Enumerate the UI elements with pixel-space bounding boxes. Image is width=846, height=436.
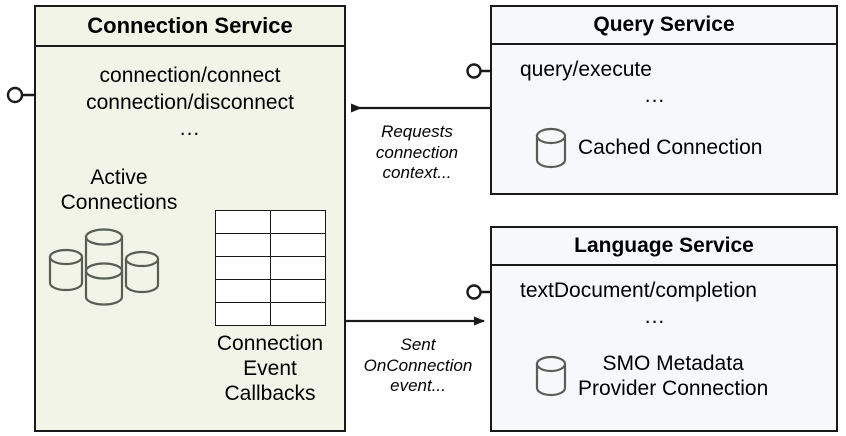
connection-service-body: connection/connect connection/disconnect… <box>36 47 344 430</box>
table-grid-icon <box>214 210 326 326</box>
edge-label-line2: OnConnection <box>363 355 473 375</box>
table-row <box>214 210 326 234</box>
edge-label-line1: Requests <box>381 122 453 141</box>
active-connections-label: Active Connections <box>40 165 198 215</box>
operation-connection-connect: connection/connect <box>99 64 281 87</box>
cached-connection-label-line1: Cached Connection <box>578 136 763 160</box>
operation-connection-disconnect: connection/disconnect <box>86 90 294 114</box>
callbacks-label-line1: Connection <box>216 332 324 355</box>
language-service-title: Language Service <box>492 228 836 266</box>
operation-ellipsis: ... <box>644 83 666 107</box>
smo-metadata-provider-label: SMO Metadata Provider Connection <box>578 351 768 401</box>
cached-connection-label: Cached Connection <box>578 135 762 160</box>
active-connections-label-line1: Active <box>90 166 148 189</box>
callbacks-label-line2: Event <box>243 357 297 381</box>
table-row <box>214 279 326 303</box>
edge-label-line3: event... <box>390 376 446 396</box>
connection-event-callbacks-group: Connection Event Callbacks <box>196 210 344 407</box>
active-connections-label-line2: Connections <box>60 191 178 215</box>
query-service-operations: query/execute ... <box>520 57 830 108</box>
operation-ellipsis: ... <box>179 117 201 141</box>
query-service-body: query/execute ... Cached Connection <box>492 45 836 193</box>
operation-query-execute: query/execute <box>520 58 652 81</box>
connection-service-operations: connection/connect connection/disconnect… <box>36 63 344 143</box>
connection-service-title: Connection Service <box>36 7 344 47</box>
callbacks-label-line3: Callbacks <box>224 382 316 406</box>
active-connections-group: Active Connections <box>40 165 198 307</box>
edge-label-line3: context... <box>382 163 452 183</box>
smo-metadata-provider-group: SMO Metadata Provider Connection <box>534 351 768 401</box>
component-language-service[interactable]: Language Service textDocument/completion… <box>490 226 838 432</box>
edge-label-sent-onconnection-event: Sent OnConnection event... <box>348 335 488 397</box>
edge-label-line1: Sent <box>400 335 436 354</box>
component-query-service[interactable]: Query Service query/execute ... Cached C… <box>490 5 838 195</box>
table-row <box>214 233 326 257</box>
edge-label-line2: connection <box>375 142 459 162</box>
query-service-title: Query Service <box>492 7 836 45</box>
component-connection-service[interactable]: Connection Service connection/connect co… <box>34 5 346 432</box>
cached-connection-group: Cached Connection <box>534 125 762 171</box>
database-cylinder-icon <box>535 356 567 397</box>
database-cluster-icon <box>48 228 160 306</box>
operation-ellipsis: ... <box>644 304 666 328</box>
connection-event-callbacks-label: Connection Event Callbacks <box>196 331 344 407</box>
operation-textdocument-completion: textDocument/completion <box>520 279 757 302</box>
language-service-operations: textDocument/completion ... <box>520 278 830 329</box>
smo-metadata-label-line2: Provider Connection <box>578 377 769 401</box>
database-cylinder-icon <box>535 127 567 169</box>
table-row <box>214 256 326 280</box>
table-row <box>214 302 326 326</box>
language-service-body: textDocument/completion ... SMO Metadata… <box>492 266 836 430</box>
edge-label-requests-connection-context: Requests connection context... <box>352 122 482 184</box>
smo-metadata-label-line1: SMO Metadata <box>602 352 744 375</box>
